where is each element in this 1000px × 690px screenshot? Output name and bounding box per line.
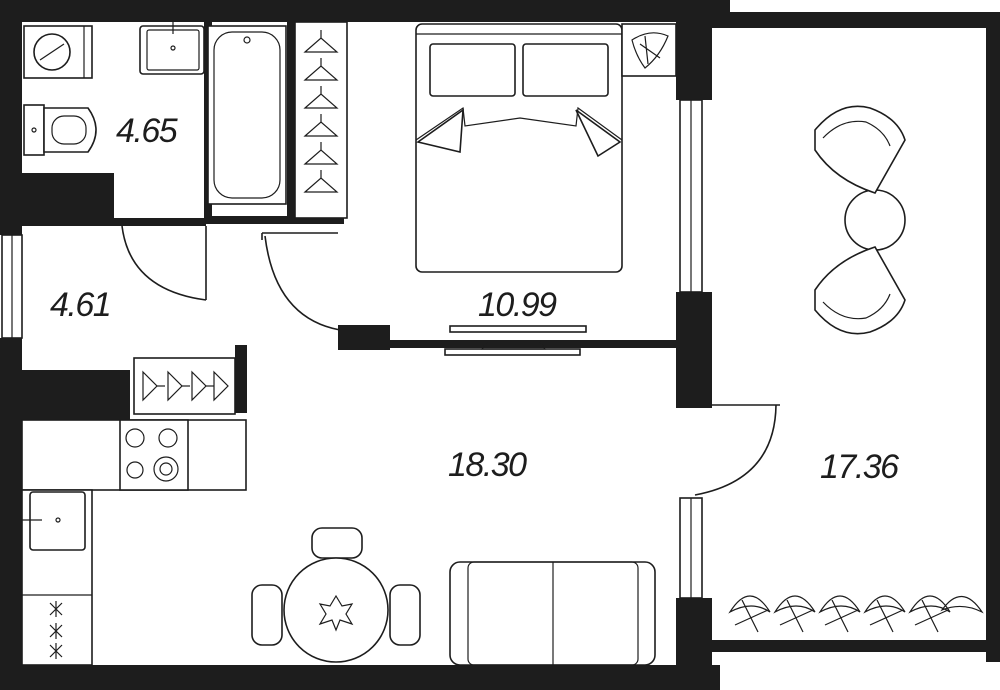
fridge-icon <box>49 601 63 659</box>
bathtub-icon <box>207 25 287 205</box>
balcony-chair-icon <box>814 246 906 335</box>
bathroom-fixtures <box>23 22 287 205</box>
kitchen-sink-icon <box>29 491 86 551</box>
stove-icon <box>125 428 145 448</box>
balcony-table-icon <box>844 189 906 251</box>
bedroom-area-label: 10.99 <box>478 286 557 324</box>
tv-icon <box>449 325 587 333</box>
toilet-icon <box>43 107 97 153</box>
wardrobes <box>133 21 348 415</box>
windows <box>1 99 703 599</box>
balcony-area-label: 17.36 <box>820 448 899 486</box>
plant-icon <box>631 32 669 69</box>
dining-table-icon <box>283 557 389 663</box>
bedroom-furniture <box>415 23 677 356</box>
living-room-area-label: 18.30 <box>448 446 527 484</box>
hallway-area-label: 4.61 <box>50 286 110 324</box>
dining-set <box>251 527 421 663</box>
kitchen <box>21 419 247 666</box>
table-flower-icon <box>318 594 354 632</box>
sofa <box>449 561 656 666</box>
doors <box>121 225 780 496</box>
bathroom-area-label: 4.65 <box>116 112 178 150</box>
balcony-furniture <box>728 105 984 633</box>
balcony-chair-icon <box>814 105 906 194</box>
balcony-plants-icon <box>728 595 984 633</box>
